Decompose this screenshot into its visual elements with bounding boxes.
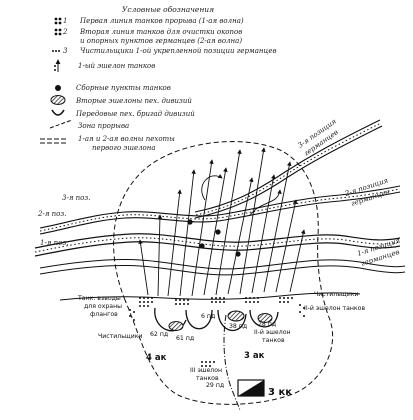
echelon-oval-3 <box>257 313 273 323</box>
rally-points <box>187 219 241 257</box>
legend-item-9b: первого эшелона <box>92 144 156 152</box>
tank-arrows <box>138 147 306 297</box>
div-label-1: 62 пд <box>150 331 168 338</box>
own-trench <box>59 292 361 301</box>
legend-item-5: Сборные пункты танков <box>76 84 171 92</box>
enemy-trench-2a <box>39 185 401 229</box>
enemy-trench-3-wire <box>195 122 382 216</box>
legend-symbol-zone <box>49 119 73 129</box>
corps-boundary <box>223 314 241 411</box>
own-pos-3: 3-я поз. <box>62 194 90 202</box>
cavalry-corps-symbol <box>237 379 265 397</box>
legend-symbol-second-echelon <box>50 95 66 105</box>
corps-3: 3 ак <box>244 351 265 361</box>
arrow-11 <box>263 161 292 293</box>
label-flank-guard-1: Танк. взводы <box>77 295 121 302</box>
legend-item-3: Чистильщики 1-ой укрепленной позиции гер… <box>80 47 277 55</box>
legend-symbol-cleaners <box>52 50 60 52</box>
label-echelon-2b: танков <box>262 337 285 344</box>
echelon-oval-2 <box>227 310 245 322</box>
legend-item-6: Вторые эшелоны пех. дивизий <box>75 97 192 105</box>
legend-item-1: Первая линия танков прорыва (1-ая волна) <box>79 17 244 25</box>
arrow-8 <box>227 177 254 295</box>
arrow-12 <box>275 199 298 293</box>
enemy-trench-3b <box>194 125 383 219</box>
legend-item-8: Зона прорыва <box>78 122 129 130</box>
label-flank-guard-2: для охраны <box>84 303 122 310</box>
enemy-trench-2-wire <box>39 188 401 232</box>
legend-mark-3: 3 <box>63 47 68 55</box>
arrow-1 <box>138 239 149 296</box>
legend-symbol-second-wave <box>54 28 62 36</box>
div-label-5: 28 пд <box>258 321 276 328</box>
arrow-loop-2 <box>249 189 282 216</box>
div-label-2: 61 пд <box>176 335 194 342</box>
enemy-trench-1a <box>34 233 401 249</box>
legend-symbol-rally-point <box>55 85 61 91</box>
legend-symbol-first-wave <box>54 17 62 25</box>
legend-item-4: 1-ый эшелон танков <box>78 62 155 70</box>
arrow-10 <box>251 174 276 294</box>
label-flank-guard-3: флангов <box>90 311 118 318</box>
label-echelon-2a: II-й эшелон <box>254 328 291 336</box>
div-label-3: 6 пд <box>201 313 215 320</box>
legend-item-7: Передовые пех. бригад дивизий <box>75 110 195 118</box>
legend-item-9: 1-ая и 2-ая волны пехоты <box>78 135 175 143</box>
div-label-6: 29 пд <box>206 382 224 389</box>
legend-item-2b: и опорных пунктов германцев (2-ая волна) <box>80 37 242 45</box>
own-pos-2: 2-я поз. <box>37 210 66 218</box>
tank-formations <box>129 297 305 321</box>
label-cleaners-right: Чистильщики <box>314 291 359 298</box>
arrow-7 <box>215 149 242 296</box>
legend-mark-1: 1 <box>63 17 67 25</box>
enemy-trench-1d <box>39 264 406 276</box>
arrow-9 <box>239 147 266 295</box>
arrow-2 <box>157 214 163 297</box>
division-sectors <box>154 307 279 332</box>
enemy-trench-1c <box>39 258 406 270</box>
label-echelon-3a: III эшелон <box>190 367 222 374</box>
arrow-6 <box>203 167 228 296</box>
legend-symbol-first-echelon <box>54 59 61 72</box>
label-echelon-3b: танков <box>196 375 219 382</box>
legend-item-2: Вторая линия танков для очистки окопов <box>79 28 242 36</box>
label-echelon-2-right: II-й эшелон танков <box>304 304 365 312</box>
label-cleaners-left: Чистильщики <box>98 333 143 340</box>
enemy-trench-2b <box>39 191 401 235</box>
map: 3-я поз. 2-я поз. 1-я поз. 3-я позиция г… <box>34 117 406 411</box>
sector-2 <box>185 309 213 330</box>
arrow-loop-1 <box>201 174 223 201</box>
sector-4 <box>249 309 279 328</box>
corps-3-cav: 3 кк <box>268 387 292 398</box>
third-echelon-tanks <box>201 361 215 367</box>
legend-symbol-forward-brigades <box>51 109 65 116</box>
sector-1 <box>154 307 187 332</box>
arrow-3 <box>167 189 182 297</box>
legend-mark-2: 2 <box>62 28 68 36</box>
legend-title: Условные обозначения <box>122 5 214 14</box>
arrow-4 <box>179 169 196 297</box>
own-pos-1: 1-я поз. <box>40 239 68 247</box>
enemy-trench-3a <box>194 119 381 213</box>
enemy-trench-1b <box>34 241 401 257</box>
echelon-oval-1 <box>168 321 184 331</box>
div-label-4: 38 пд <box>229 323 247 330</box>
legend: Условные обозначения 1 Первая линия танк… <box>40 5 277 152</box>
corps-4: 4 ак <box>146 353 167 363</box>
arrow-5 <box>191 159 214 297</box>
sector-3 <box>217 309 247 332</box>
arrow-13 <box>289 229 306 293</box>
breakthrough-zone <box>113 141 334 405</box>
